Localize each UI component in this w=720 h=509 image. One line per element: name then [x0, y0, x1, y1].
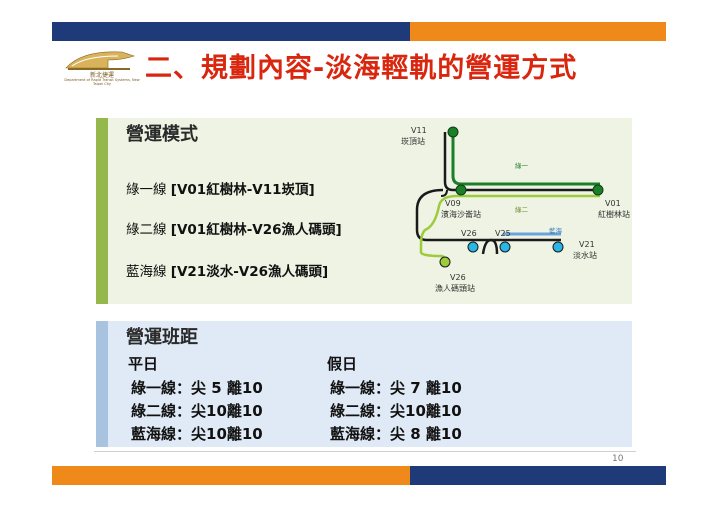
holiday-row: 藍海線：尖 8 離10: [330, 425, 462, 443]
logo-subtext: Department of Rapid Transit Systems, New…: [64, 78, 140, 86]
route-name: 綠二線: [126, 222, 167, 238]
station-v09-marker: [455, 184, 467, 196]
footer-bar-orange: [52, 466, 410, 485]
green1-label: 綠一: [515, 161, 529, 170]
holiday-row: 綠一線：尖 7 離10: [330, 379, 462, 397]
holiday-row: 綠二線：尖10離10: [330, 402, 462, 420]
station-v26-terminal-marker: [439, 256, 451, 268]
v26-label: V26: [461, 229, 477, 238]
v26-name: 漁人碼頭站: [435, 283, 475, 293]
v01-name: 紅樹林站: [598, 209, 630, 219]
page-number: 10: [612, 454, 624, 464]
route-item: 綠二線 [V01紅樹林-V26漁人碼頭]: [126, 218, 342, 238]
train-logo-icon: [65, 51, 135, 70]
station-v11-marker: [447, 126, 459, 138]
header-bar-blue: [52, 22, 410, 41]
logo-text: 新北捷運: [89, 72, 114, 79]
green2-line: [419, 194, 600, 263]
route-map: V11 崁頂站 綠一 V09 濱海沙崙站 綠二 V01 紅樹林站 V26 V25…: [401, 126, 630, 293]
v21-code: V21: [579, 240, 595, 249]
route-detail: [V01紅樹林-V11崁頂]: [170, 182, 315, 198]
station-v21-marker: [552, 241, 564, 253]
header-bar-orange: [410, 22, 666, 41]
holiday-label: 假日: [327, 355, 358, 373]
weekday-row: 綠一線：尖 5 離10: [131, 379, 263, 397]
footer-bar-blue: [410, 466, 666, 485]
operation-mode-panel: [108, 118, 632, 304]
junction-track: [481, 238, 499, 255]
station-v26-marker: [467, 241, 479, 253]
station-v01-marker: [592, 184, 604, 196]
route-item: 綠一線 [V01紅樹林-V11崁頂]: [126, 178, 315, 198]
route-detail: [V21淡水-V26漁人碼頭]: [170, 264, 329, 280]
v21-name: 淡水站: [573, 250, 597, 260]
footer-divider: [94, 451, 636, 452]
junction-track-2: [440, 189, 448, 197]
v09-code: V09: [445, 199, 461, 208]
station-v25-marker: [499, 241, 511, 253]
headway-panel: [108, 321, 632, 447]
v11-name: 崁頂站: [401, 136, 425, 146]
weekday-label: 平日: [128, 355, 159, 373]
v11-code: V11: [411, 126, 427, 135]
headway-accent: [96, 321, 108, 447]
page-title: 二、規劃內容-淡海輕軌的營運方式: [145, 53, 578, 84]
operation-mode-accent: [96, 118, 108, 304]
v09-name: 濱海沙崙站: [441, 209, 481, 219]
v26-code: V26: [450, 273, 466, 282]
green1-line: [451, 136, 600, 186]
operation-mode-heading: 營運模式: [126, 124, 198, 145]
weekday-row: 藍海線：尖10離10: [131, 425, 263, 443]
v25-label: V25: [495, 229, 511, 238]
route-name: 藍海線: [126, 264, 167, 280]
branch-track: [415, 188, 561, 242]
headway-heading: 營運班距: [126, 327, 198, 348]
route-name: 綠一線: [126, 182, 167, 198]
route-item: 藍海線 [V21淡水-V26漁人碼頭]: [126, 260, 328, 280]
blue-label: 藍海: [549, 226, 563, 235]
weekday-row: 綠二線：尖10離10: [131, 402, 263, 420]
main-track: [443, 132, 600, 192]
route-detail: [V01紅樹林-V26漁人碼頭]: [170, 222, 342, 238]
v01-code: V01: [605, 199, 621, 208]
green2-label: 綠二: [515, 205, 529, 214]
